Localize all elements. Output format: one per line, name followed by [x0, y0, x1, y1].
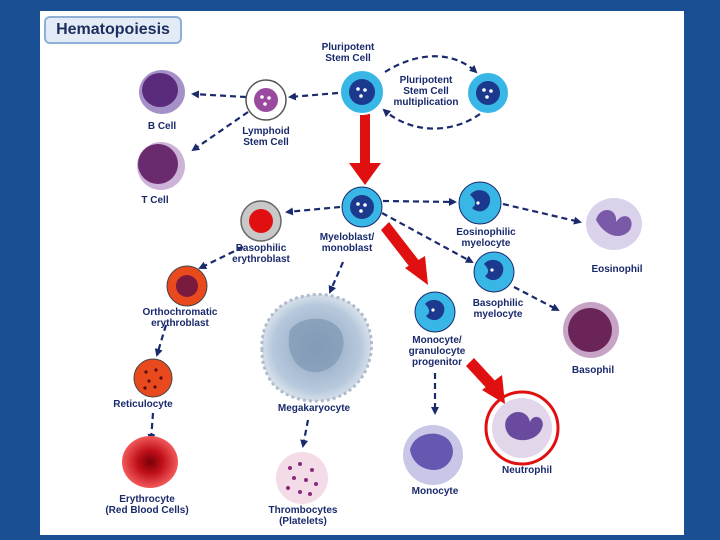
- label-basophilic-erythroblast-line: Basophilic: [236, 243, 287, 254]
- arrow-lymphoid-to-bcell: [191, 90, 247, 99]
- label-eosinophilic-myelocyte-line: Eosinophilic: [456, 227, 516, 238]
- label-lymphoid-stem-cell-line: Lymphoid: [242, 126, 289, 137]
- diagram-title: Hematopoiesis: [44, 16, 182, 44]
- label-stem-cell-multiplication-line: multiplication: [394, 97, 459, 108]
- label-monocyte-progenitor-line: granulocyte: [409, 346, 466, 357]
- label-neutrophil-line: Neutrophil: [502, 465, 552, 476]
- megakaryocyte-icon: [260, 293, 373, 403]
- label-thrombocytes: Thrombocytes(Platelets): [269, 505, 338, 527]
- label-orthochromatic-erythroblast-line: erythroblast: [151, 318, 209, 329]
- arrow-stem-to-lymphoid: [288, 91, 339, 101]
- label-megakaryocyte-line: Megakaryocyte: [278, 403, 351, 414]
- arrow-myeloblast-to-megakaryocyte: [328, 261, 345, 294]
- arrow-myeloblast-to-eosinophilic-myelocyte: [382, 197, 457, 206]
- label-basophilic-erythroblast-line: erythroblast: [232, 254, 290, 265]
- basophil-icon: [563, 302, 619, 358]
- myeloblast-icon: [341, 186, 383, 228]
- label-eosinophilic-myelocyte-line: myelocyte: [462, 238, 511, 249]
- basophilic-myelocyte-icon: [473, 251, 515, 293]
- basophilic-erythroblast-icon: [240, 200, 282, 242]
- label-myeloblast-monoblast-line: monoblast: [322, 243, 373, 254]
- label-neutrophil: Neutrophil: [502, 465, 552, 476]
- arrow-myeloblast-to-basophilic-erythroblast: [285, 205, 341, 216]
- erythrocyte-icon: [122, 436, 178, 488]
- arrow-orthochromatic-to-reticulocyte: [154, 324, 168, 357]
- monocyte-progenitor-icon: [414, 291, 456, 333]
- label-megakaryocyte: Megakaryocyte: [278, 403, 351, 414]
- label-pluripotent-stem-cell-line: Stem Cell: [325, 53, 371, 64]
- eosinophil-icon: [586, 198, 642, 250]
- monocyte-icon: [403, 425, 463, 485]
- eosinophilic-myelocyte-icon: [458, 181, 502, 225]
- label-thrombocytes-line: (Platelets): [279, 516, 327, 527]
- label-basophilic-myelocyte-line: myelocyte: [474, 309, 523, 320]
- arrow-eos-myelocyte-to-eosinophil: [502, 202, 582, 225]
- label-t-cell-line: T Cell: [141, 195, 168, 206]
- t-cell-icon: [137, 142, 185, 190]
- arrow-lymphoid-to-tcell: [191, 111, 249, 152]
- arrow-multiplication-to-stem: [382, 108, 481, 130]
- arrow-reticulocyte-to-erythrocyte: [147, 412, 156, 442]
- arrow-stem-to-multiplication: [384, 55, 478, 74]
- label-myeloblast-monoblast-line: Myeloblast/: [320, 232, 375, 243]
- label-stem-cell-multiplication-line: Pluripotent: [400, 75, 453, 86]
- label-basophil: Basophil: [572, 365, 614, 376]
- pluripotent-stem-cell-icon: [339, 69, 385, 115]
- lymphoid-stem-cell-icon: [245, 79, 287, 121]
- label-monocyte-progenitor-line: Monocyte/: [412, 335, 462, 346]
- arrow-megakaryocyte-to-thrombocytes: [300, 419, 310, 448]
- label-eosinophil-line: Eosinophil: [591, 264, 642, 275]
- arrow-basophilic-erythroblast-to-orthochromatic: [198, 246, 244, 269]
- label-monocyte-line: Monocyte: [412, 486, 459, 497]
- arrow-bas-myelocyte-to-basophil: [513, 286, 560, 311]
- label-stem-cell-multiplication-line: Stem Cell: [403, 86, 449, 97]
- label-monocyte: Monocyte: [412, 486, 459, 497]
- label-t-cell: T Cell: [141, 195, 168, 206]
- orthochromatic-erythroblast-icon: [166, 265, 208, 307]
- neutrophil-icon: [484, 390, 560, 466]
- arrow-myeloblast-to-basophilic-myelocyte: [381, 212, 474, 263]
- label-erythrocyte-line: Erythrocyte: [119, 494, 175, 505]
- label-b-cell: B Cell: [148, 121, 177, 132]
- label-reticulocyte-line: Reticulocyte: [113, 399, 173, 410]
- label-erythrocyte-line: (Red Blood Cells): [105, 505, 188, 516]
- label-monocyte-progenitor-line: progenitor: [412, 357, 462, 368]
- b-cell-icon: [139, 70, 185, 114]
- label-eosinophil: Eosinophil: [591, 264, 642, 275]
- reticulocyte-icon: [133, 358, 173, 398]
- thrombocytes-icon: [276, 452, 328, 504]
- label-thrombocytes-line: Thrombocytes: [269, 505, 338, 516]
- label-basophil-line: Basophil: [572, 365, 614, 376]
- label-basophilic-myelocyte-line: Basophilic: [473, 298, 524, 309]
- multiplied-stem-cell-icon: [466, 71, 510, 115]
- label-orthochromatic-erythroblast-line: Orthochromatic: [142, 307, 217, 318]
- label-reticulocyte: Reticulocyte: [113, 399, 173, 410]
- label-lymphoid-stem-cell-line: Stem Cell: [243, 137, 289, 148]
- label-b-cell-line: B Cell: [148, 121, 177, 132]
- label-pluripotent-stem-cell-line: Pluripotent: [322, 42, 375, 53]
- label-erythrocyte: Erythrocyte(Red Blood Cells): [105, 494, 188, 516]
- label-myeloblast-monoblast: Myeloblast/monoblast: [320, 232, 375, 254]
